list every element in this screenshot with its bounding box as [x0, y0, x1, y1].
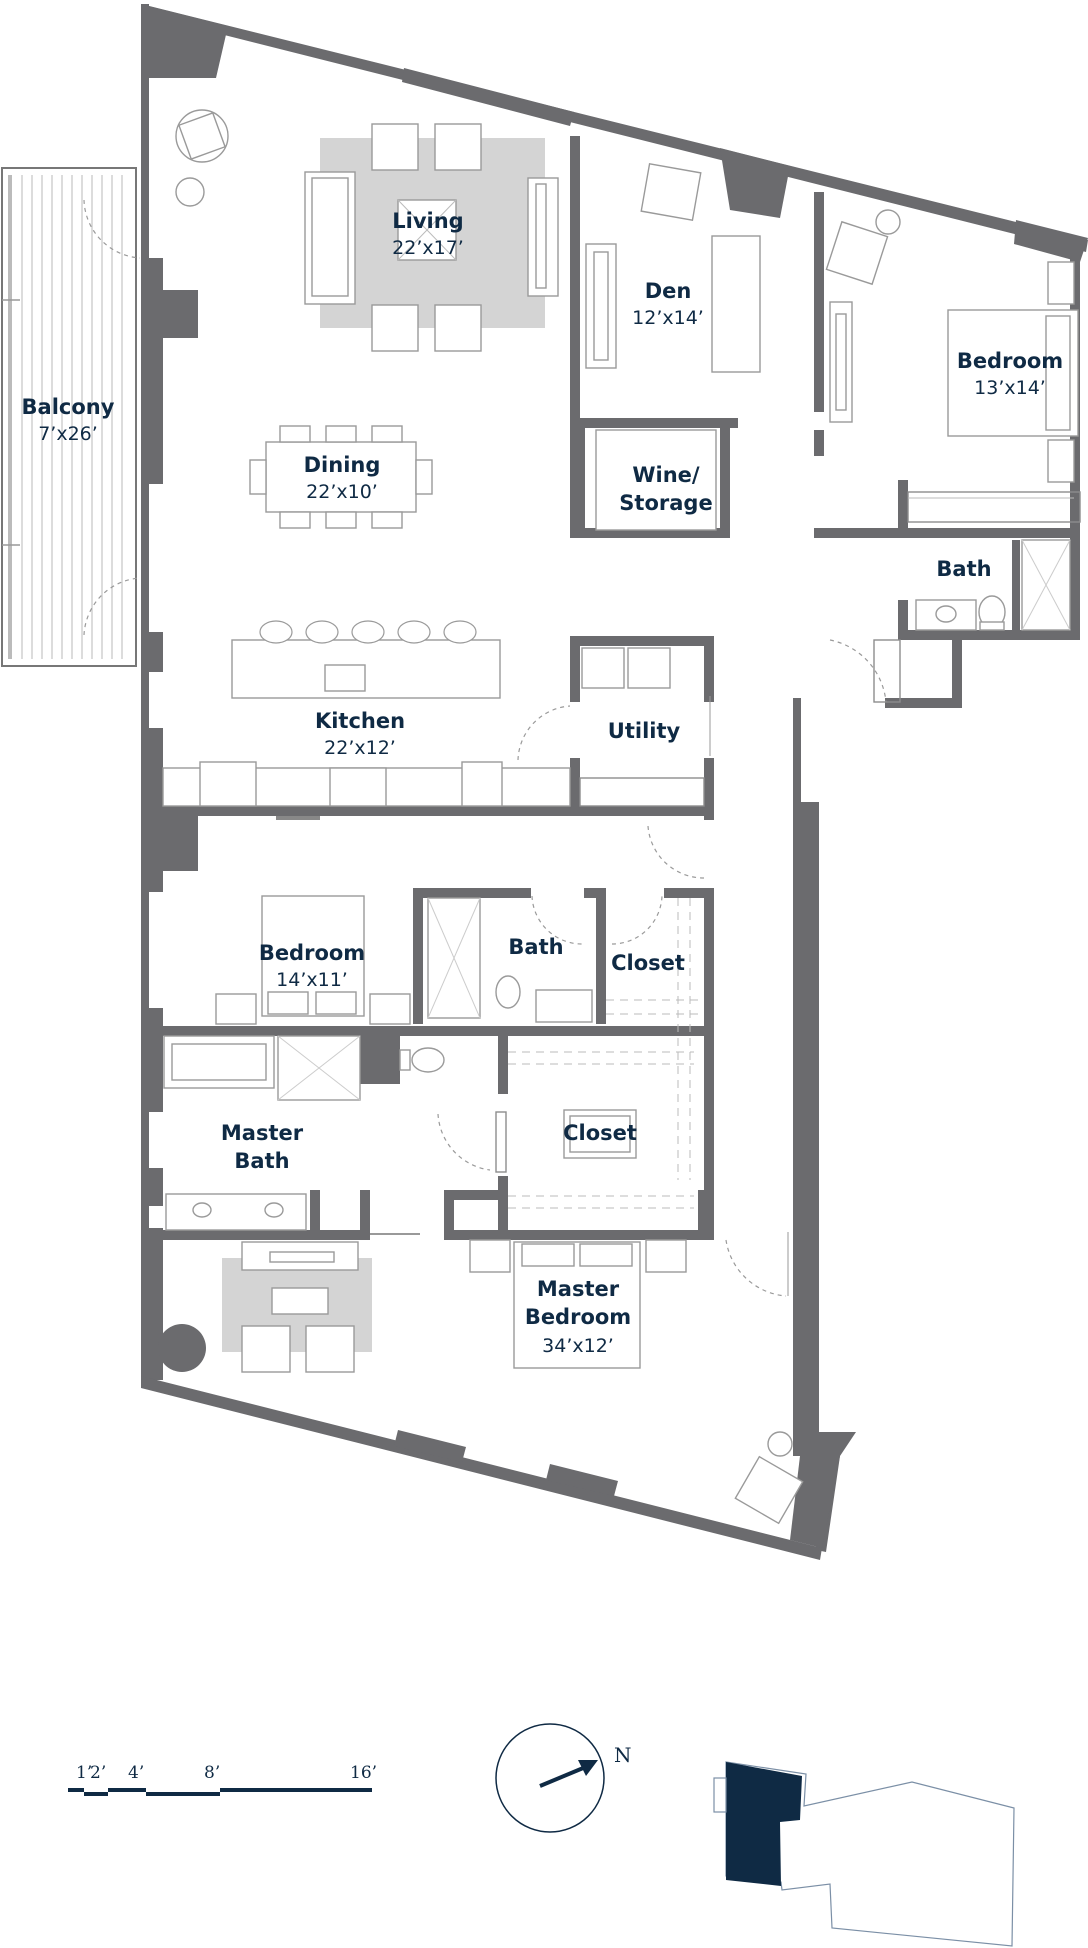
utility-fixtures — [517, 647, 711, 879]
exterior-walls — [141, 4, 1088, 1560]
room-name-bath1: Bath — [936, 557, 991, 581]
room-name-living: Living — [392, 209, 463, 233]
room-dims-living: 22’x17’ — [392, 237, 464, 259]
room-dims-kitchen: 22’x12’ — [324, 737, 396, 759]
scale-label-4: 4’ — [128, 1763, 144, 1783]
room-dims-bedroom2: 14’x11’ — [276, 969, 348, 991]
dining-furniture — [249, 425, 433, 529]
room-labels: Living 22’x17’ Den 12’x14’ Bedroom 13’x1… — [22, 209, 1064, 1357]
scale-bar: 1’ 2’ 4’ 8’ 16’ — [68, 1763, 377, 1796]
bedroom1-furniture — [825, 209, 1081, 523]
scale-label-2: 2’ — [90, 1763, 106, 1783]
interior-walls — [163, 136, 1080, 1240]
room-name-bedroom2: Bedroom — [259, 941, 365, 965]
bath1-fixtures — [829, 539, 1071, 703]
room-name-bath2: Bath — [508, 935, 563, 959]
den-furniture — [585, 163, 761, 531]
master-bath-fixtures — [163, 1035, 507, 1235]
room-name-closet1: Closet — [611, 951, 685, 975]
room-name-wine: Wine/ — [632, 463, 700, 487]
scale-label-8: 8’ — [204, 1763, 220, 1783]
room-name-masterbedroom-line2: Bedroom — [525, 1305, 631, 1329]
room-name-balcony: Balcony — [22, 395, 115, 419]
room-dims-bedroom1: 13’x14’ — [974, 377, 1046, 399]
balcony-area — [1, 167, 141, 667]
room-name-utility: Utility — [608, 719, 681, 743]
scale-label-16: 16’ — [350, 1763, 377, 1783]
north-compass: N — [495, 1723, 632, 1833]
room-name-bedroom1: Bedroom — [957, 349, 1063, 373]
room-name-closet2: Closet — [563, 1121, 637, 1145]
room-dims-dining: 22’x10’ — [306, 481, 378, 503]
room-dims-balcony: 7’x26’ — [38, 423, 98, 445]
room-name-masterbedroom: Master — [537, 1277, 620, 1301]
key-plan — [713, 1761, 1015, 1947]
master-closet-fixtures — [508, 1051, 694, 1209]
room-dims-masterbedroom: 34’x12’ — [542, 1335, 614, 1357]
room-name-dining: Dining — [304, 453, 381, 477]
room-name-wine-line2: Storage — [619, 491, 712, 515]
room-dims-den: 12’x14’ — [632, 307, 704, 329]
compass-north-label: N — [614, 1743, 632, 1767]
bath2-fixtures — [427, 895, 704, 1180]
scale-label-1: 1’ — [76, 1763, 92, 1783]
room-name-masterbath: Master — [221, 1121, 304, 1145]
room-name-masterbath-line2: Bath — [234, 1149, 289, 1173]
living-furniture — [175, 109, 559, 352]
key-plan-highlight — [726, 1762, 802, 1886]
room-name-den: Den — [645, 279, 692, 303]
kitchen-furniture — [162, 620, 571, 820]
room-name-kitchen: Kitchen — [315, 709, 405, 733]
master-bedroom-furniture — [158, 1232, 804, 1525]
bedroom2-furniture — [215, 895, 411, 1025]
